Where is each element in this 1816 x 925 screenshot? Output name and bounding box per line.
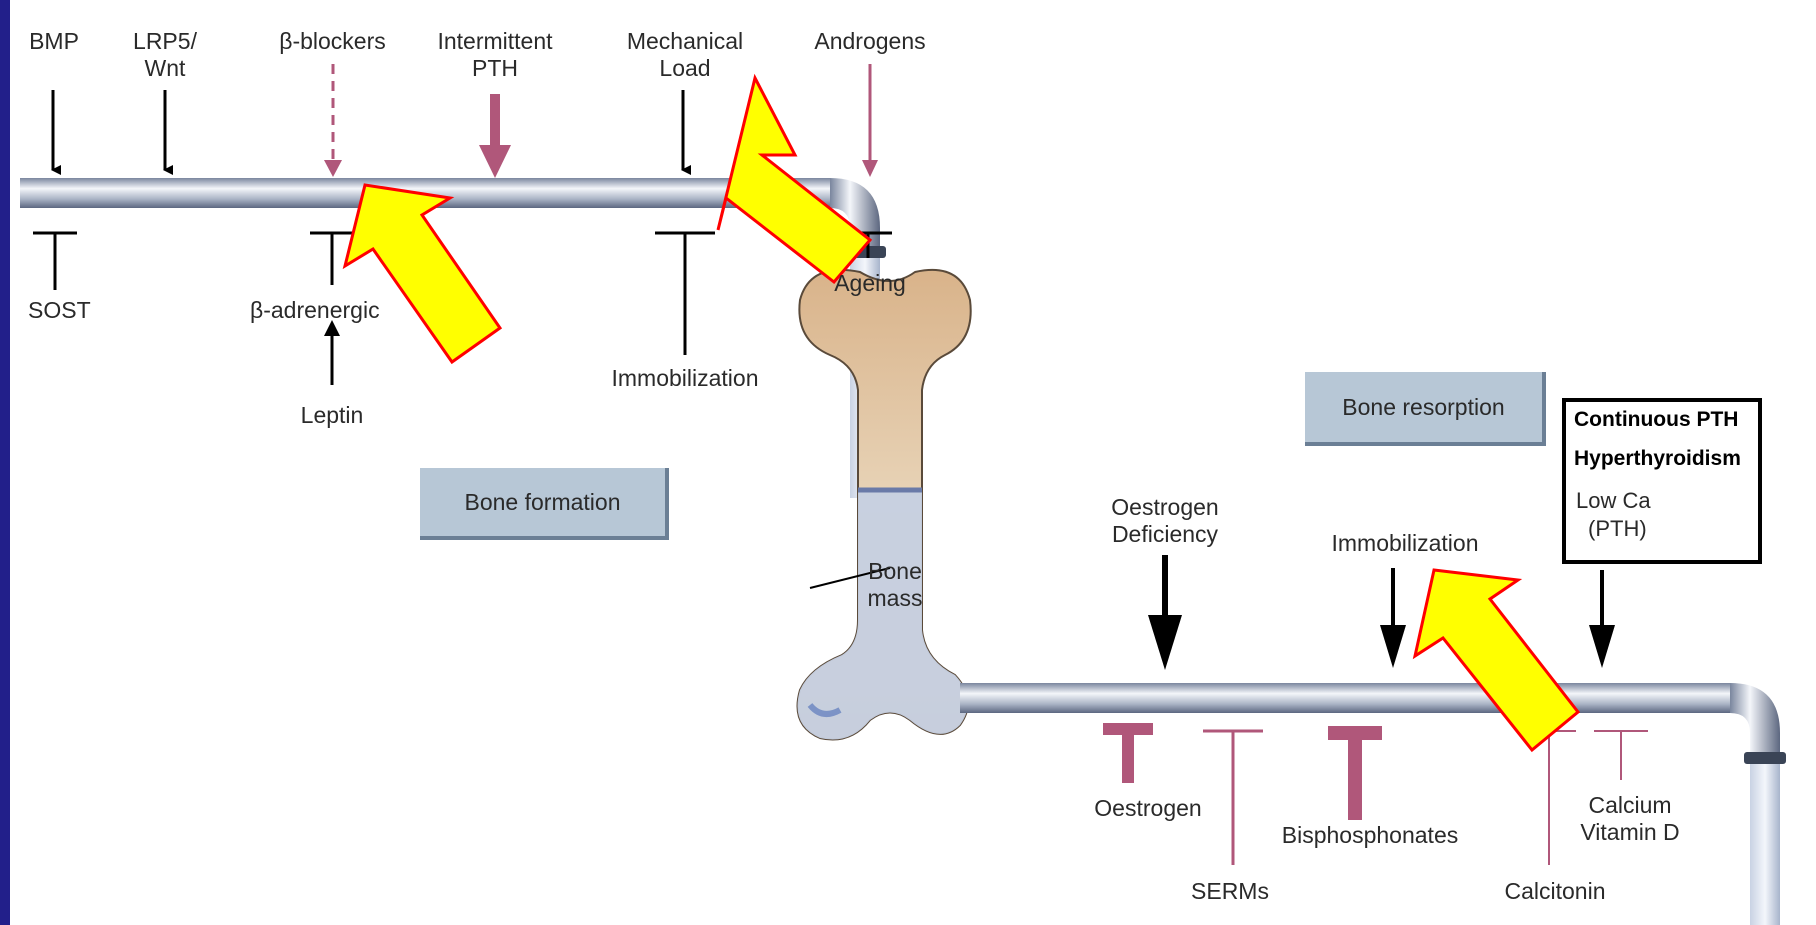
t-bar-oestrogen xyxy=(1103,729,1153,783)
diagram-graphics xyxy=(10,0,1816,925)
label-beta-blockers: β-blockers xyxy=(250,28,415,55)
callout-low-ca: Low Ca xyxy=(1576,488,1651,514)
label-androgens: Androgens xyxy=(800,28,940,55)
label-sost: SOST xyxy=(28,297,91,324)
resorption-callout-box: Continuous PTH Hyperthyroidism Low Ca (P… xyxy=(1562,398,1762,564)
label-ageing: Ageing xyxy=(825,270,915,297)
label-immobilization-resorption: Immobilization xyxy=(1320,530,1490,557)
label-immobilization-formation: Immobilization xyxy=(590,365,780,392)
highlight-arrow-immobilization xyxy=(1415,570,1578,750)
label-beta-adrenergic: β-adrenergic xyxy=(250,297,380,324)
resorption-stimulator-arrows xyxy=(1148,555,1615,670)
label-calcitonin: Calcitonin xyxy=(1485,878,1625,905)
label-bmp: BMP xyxy=(24,28,84,55)
callout-pth: (PTH) xyxy=(1588,516,1647,542)
label-bisphosphonates: Bisphosphonates xyxy=(1270,822,1470,849)
bone-resorption-box: Bone resorption xyxy=(1305,372,1546,446)
label-oestrogen: Oestrogen xyxy=(1078,795,1218,822)
highlight-arrow-beta-blockers xyxy=(345,185,500,362)
bone-formation-box: Bone formation xyxy=(420,468,669,540)
label-lrp5-wnt: LRP5/Wnt xyxy=(125,28,205,82)
t-bar-calcitonin xyxy=(1522,731,1576,865)
callout-continuous-pth: Continuous PTH xyxy=(1574,408,1738,432)
bone-illustration xyxy=(798,270,971,740)
t-bar-bisphosphonates xyxy=(1328,733,1382,820)
t-bar-calcium-vitamin-d xyxy=(1594,731,1648,780)
callout-hyperthyroidism: Hyperthyroidism xyxy=(1574,447,1741,471)
label-leptin: Leptin xyxy=(292,402,372,429)
label-serms: SERMs xyxy=(1185,878,1275,905)
